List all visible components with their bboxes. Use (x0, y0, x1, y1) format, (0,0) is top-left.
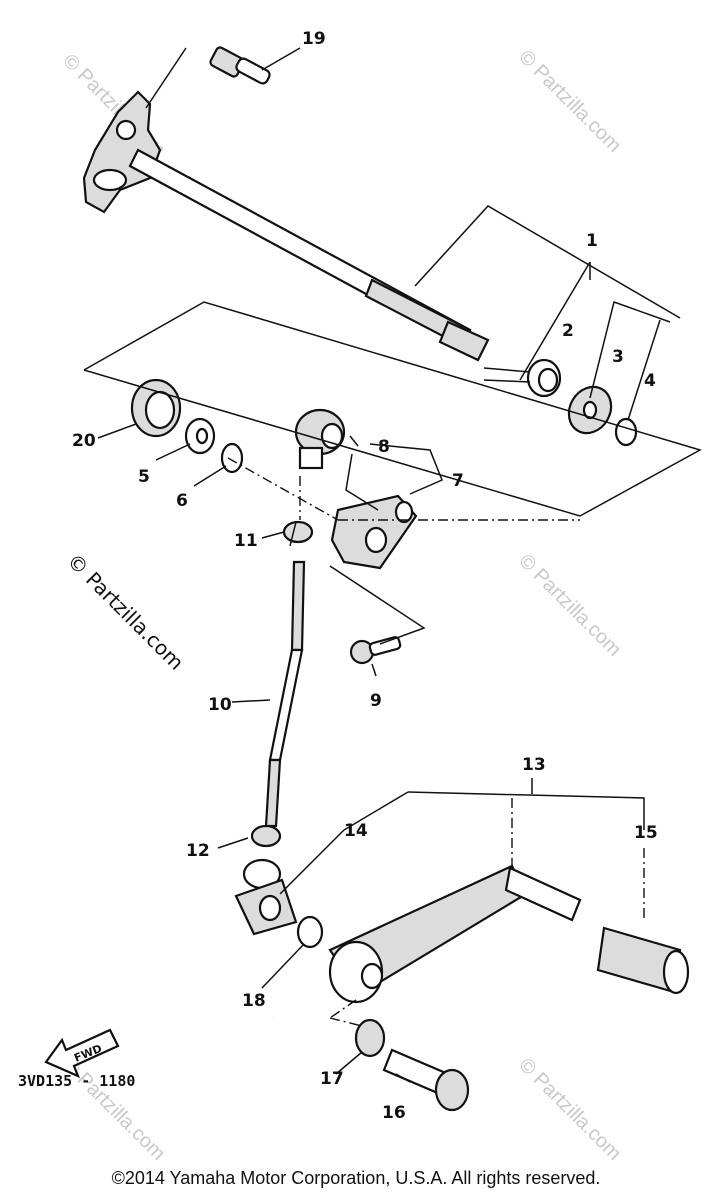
callout-14: 14 (344, 821, 368, 841)
callout-5: 5 (138, 467, 150, 487)
callout-7: 7 (452, 471, 464, 491)
part-19-bolt (209, 46, 271, 85)
part-11-nut (282, 520, 314, 544)
part-10-shift-rod (264, 560, 306, 828)
callout-2: 2 (562, 321, 574, 341)
part-3-washer (567, 385, 613, 435)
part-2-spring (483, 358, 562, 398)
callout-3: 3 (612, 347, 624, 367)
part-17-circlip (354, 1018, 386, 1058)
part-12-nut (250, 824, 282, 848)
callout-12: 12 (186, 841, 210, 861)
callout-10: 10 (208, 695, 232, 715)
callout-18: 18 (242, 991, 266, 1011)
callout-20: 20 (72, 431, 96, 451)
watermark-side: © Partzilla.com (62, 549, 188, 675)
callout-19: 19 (302, 29, 326, 49)
part-5-washer (184, 417, 216, 455)
part-9-bolt (349, 636, 402, 665)
watermark-top-right: © Partzilla.com (514, 46, 625, 157)
callout-11: 11 (234, 531, 258, 551)
part-16-bolt (382, 1048, 470, 1112)
watermark-mid-right: © Partzilla.com (514, 550, 625, 661)
callout-17: 17 (320, 1069, 344, 1089)
callout-13: 13 (522, 755, 546, 775)
copyright-notice: ©2014 Yamaha Motor Corporation, U.S.A. A… (111, 1168, 601, 1188)
callout-16: 16 (382, 1103, 406, 1123)
part-14-rod-end (234, 858, 298, 936)
callout-8: 8 (378, 437, 390, 457)
part-4-circlip (614, 417, 638, 447)
alignment-lines (227, 457, 645, 1027)
part-1-shift-shaft (82, 90, 490, 362)
part-18-washer (296, 915, 324, 949)
watermark-bottom-right: © Partzilla.com (514, 1054, 625, 1165)
leader-lines (83, 47, 702, 1083)
callout-9: 9 (370, 691, 382, 711)
part-20-oil-seal (130, 378, 182, 438)
callout-15: 15 (634, 823, 658, 843)
callout-6: 6 (176, 491, 188, 511)
part-15-rubber (596, 926, 690, 995)
part-6-circlip (220, 442, 244, 474)
diagram-code: 3VD135 - 1180 (18, 1072, 135, 1090)
part-8-rod-end-lower (330, 494, 418, 570)
callout-4: 4 (644, 371, 656, 391)
callout-1: 1 (586, 231, 598, 251)
part-13-shift-pedal (328, 864, 582, 1004)
